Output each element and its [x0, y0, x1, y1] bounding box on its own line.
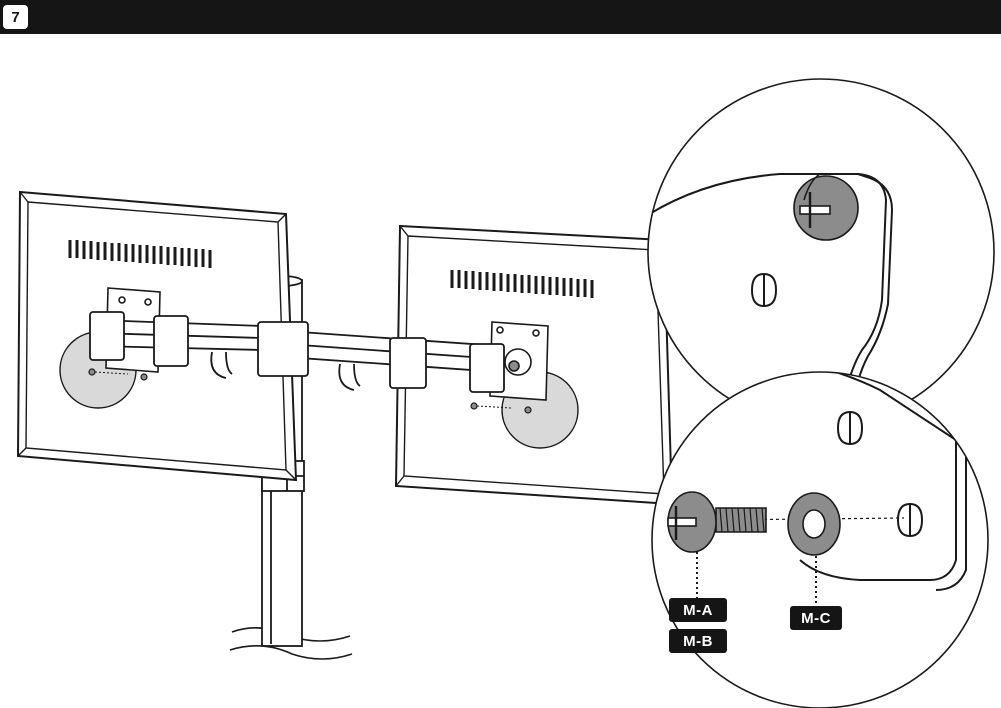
step-number-badge: 7 — [3, 5, 28, 29]
detail-circle-top — [647, 78, 995, 426]
detail-circle-bottom — [651, 371, 989, 708]
mount-arms — [89, 311, 505, 393]
part-label-m-c: M-C — [790, 606, 842, 630]
bolt-icon — [793, 173, 859, 241]
washer-icon — [787, 492, 841, 556]
right-monitor — [394, 224, 674, 506]
part-label-m-b: M-B — [669, 629, 727, 653]
screw-icon — [88, 368, 148, 381]
part-label-m-a: M-A — [669, 598, 727, 622]
right-monitor-vents — [450, 270, 594, 298]
bolt-icon — [667, 491, 767, 553]
step-header-bar: 7 — [0, 0, 1001, 34]
left-monitor-vents — [68, 240, 212, 268]
